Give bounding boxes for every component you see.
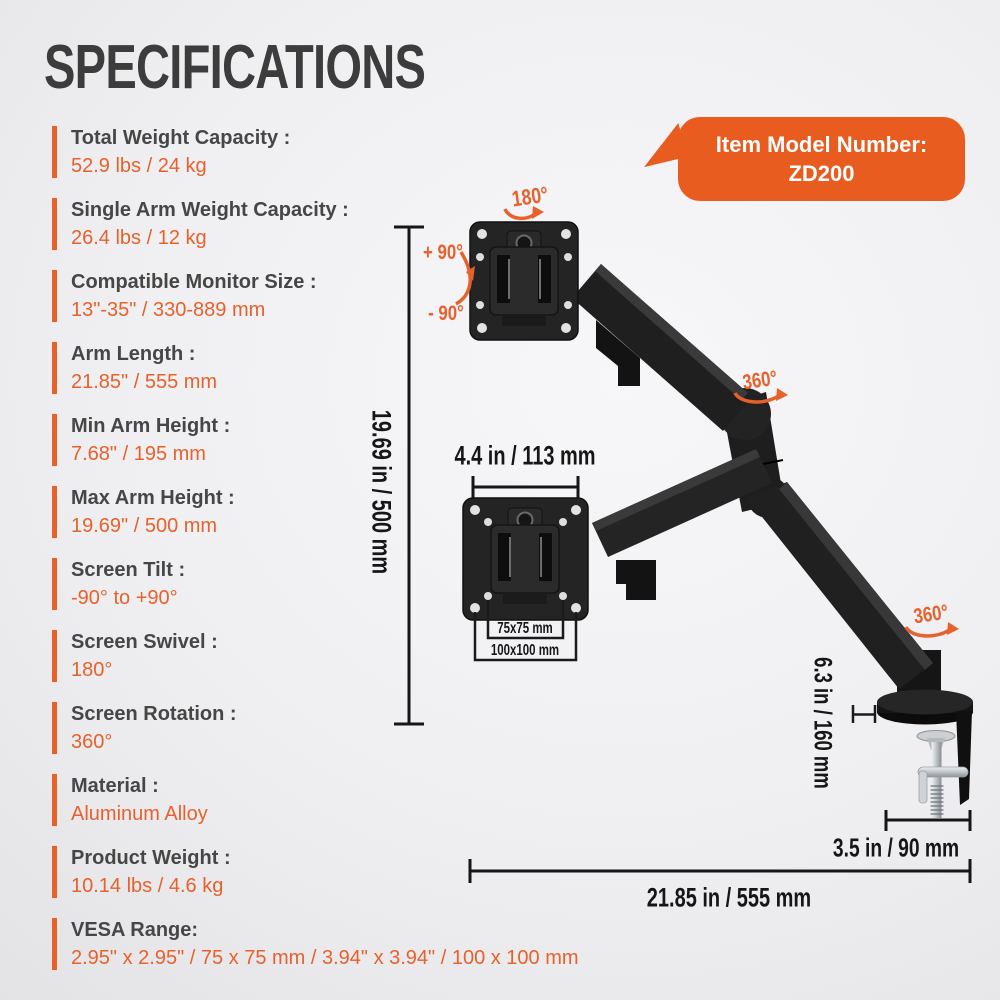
spec-item: Compatible Monitor Size : 13"-35" / 330-8…	[52, 270, 317, 322]
tilt-minus90-label: - 90°	[428, 302, 464, 325]
dimension-pole-height-label: 6.3 in / 160 mm	[808, 657, 837, 789]
spec-item: Screen Tilt : -90° to +90°	[52, 558, 185, 610]
spec-value: 7.68" / 195 mm	[71, 443, 206, 465]
spec-label: Screen Rotation :	[71, 703, 237, 725]
spec-label: Single Arm Weight Capacity :	[71, 199, 349, 221]
page-title: SPECIFICATIONS	[44, 33, 426, 102]
vesa-pattern-brackets	[473, 600, 877, 723]
dimension-plate-width-label: 4.4 in / 113 mm	[454, 440, 596, 471]
spec-label: Arm Length :	[71, 343, 196, 365]
rotation-arrowheads	[466, 206, 959, 635]
desk-clamp-base	[877, 689, 973, 818]
spec-item: Arm Length : 21.85" / 555 mm	[52, 342, 217, 394]
spec-item: Screen Swivel : 180°	[52, 630, 218, 682]
spec-label: Screen Tilt :	[71, 559, 186, 581]
spec-value: 19.69" / 500 mm	[71, 515, 218, 537]
clamp-t-handle	[917, 766, 969, 778]
spec-label: Screen Swivel :	[71, 631, 218, 653]
dimension-height-label: 19.69 in / 500 mm	[366, 409, 397, 575]
spec-label: Material :	[71, 775, 159, 797]
callout-line1: Item Model Number:	[715, 132, 928, 157]
spec-value: 2.95" x 2.95" / 75 x 75 mm / 3.94" x 3.9…	[71, 947, 579, 969]
vesa-plate-lower	[462, 497, 589, 621]
dimension-lines	[394, 225, 972, 883]
dimension-arm-length-label: 21.85 in / 555 mm	[646, 882, 812, 913]
spec-value: 360°	[71, 731, 113, 753]
clamp-blade	[956, 711, 972, 805]
spec-item: Product Weight : 10.14 lbs / 4.6 kg	[52, 846, 231, 898]
spec-item: Min Arm Height : 7.68" / 195 mm	[52, 414, 230, 466]
spec-label: Total Weight Capacity :	[71, 127, 291, 149]
spec-value: 52.9 lbs / 24 kg	[71, 155, 207, 177]
spec-item: Material : Aluminum Alloy	[52, 774, 208, 826]
tilt-plus90-label: + 90°	[423, 241, 463, 264]
spec-label: VESA Range:	[71, 919, 199, 941]
spec-value: -90° to +90°	[71, 587, 178, 609]
dimension-clamp-label: 3.5 in / 90 mm	[832, 832, 960, 863]
spec-item: Max Arm Height : 19.69" / 500 mm	[52, 486, 235, 538]
spec-value: 21.85" / 555 mm	[71, 371, 218, 393]
vesa-100x100-label: 100x100 mm	[490, 642, 560, 659]
spec-value: 180°	[71, 659, 113, 681]
spec-value: Aluminum Alloy	[71, 803, 208, 825]
spec-label: Product Weight :	[71, 847, 231, 869]
vesa-75x75-label: 75x75 mm	[497, 620, 553, 637]
spec-item: Single Arm Weight Capacity : 26.4 lbs / 1…	[52, 198, 349, 250]
spec-label: Compatible Monitor Size :	[71, 271, 317, 293]
callout-line2: ZD200	[788, 161, 855, 186]
spec-value: 13"-35" / 330-889 mm	[71, 299, 266, 321]
spec-item: VESA Range: 2.95" x 2.95" / 75 x 75 mm / …	[52, 918, 579, 970]
spec-label: Max Arm Height :	[71, 487, 235, 509]
vesa-plate-top	[469, 221, 579, 341]
spec-item: Screen Rotation : 360°	[52, 702, 237, 754]
arm-assembly	[572, 264, 941, 702]
spec-label: Min Arm Height :	[71, 415, 231, 437]
spec-value: 10.14 lbs / 4.6 kg	[71, 875, 224, 897]
model-number-callout: Item Model Number: ZD200	[678, 117, 965, 201]
clamp-screw-rod	[931, 742, 942, 818]
spec-item: Total Weight Capacity : 52.9 lbs / 24 kg	[52, 126, 290, 178]
spec-value: 26.4 lbs / 12 kg	[71, 227, 207, 249]
